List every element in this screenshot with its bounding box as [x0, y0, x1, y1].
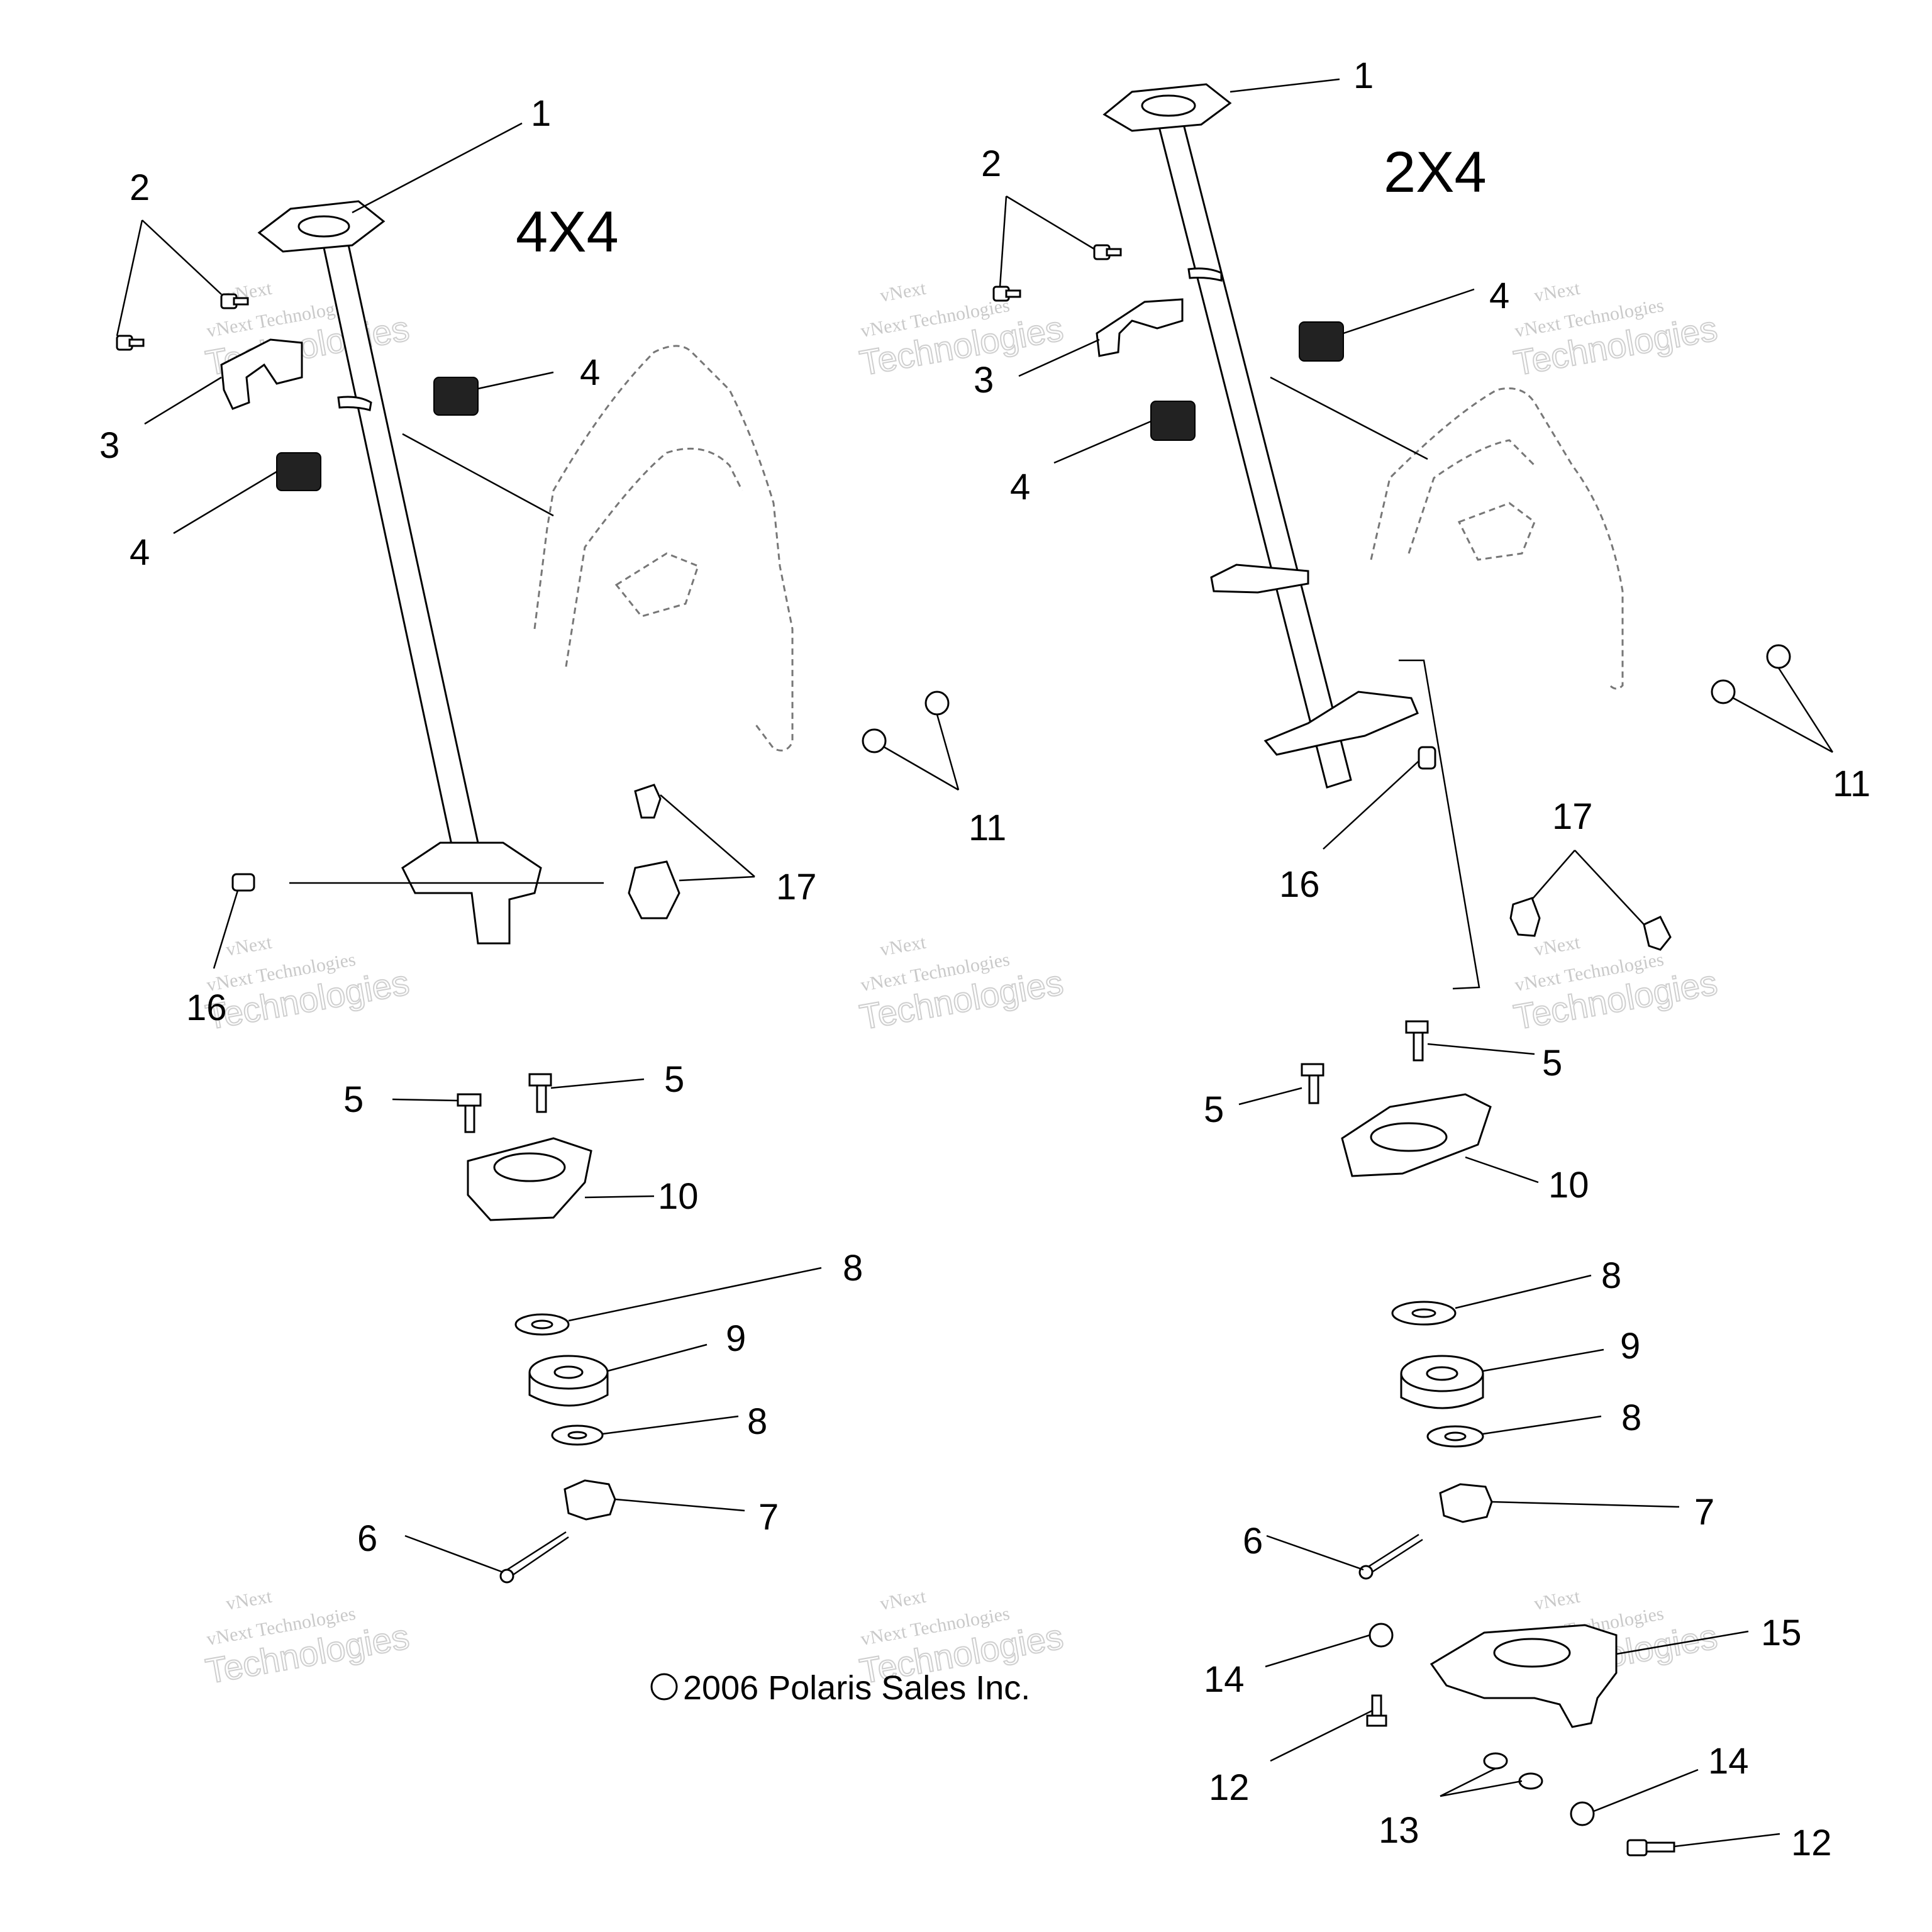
switch-part-17 [628, 784, 680, 919]
copyright-symbol [650, 1673, 678, 1701]
switch-plate [1399, 659, 1480, 990]
lower-bracket [401, 841, 542, 945]
callout-4: 4 [130, 532, 150, 573]
callout-5: 5 [343, 1079, 364, 1120]
frame-outline [1370, 387, 1624, 690]
callout-7: 7 [758, 1497, 779, 1538]
switch-part-17 [1509, 897, 1672, 951]
callout-5: 5 [664, 1059, 684, 1100]
copyright-text: 2006 Polaris Sales Inc. [683, 1669, 1030, 1707]
callout-6: 6 [357, 1518, 377, 1559]
bearing-part-10 [1341, 1093, 1492, 1177]
leader-lines-4x4 [116, 122, 960, 1574]
leader-lines-2x4 [999, 78, 1834, 1848]
watermarks: vNext vNext Technologies Technologies vN… [202, 278, 1721, 1692]
castle-nut-part-7 [564, 1479, 616, 1521]
nut-part-11 [1711, 644, 1791, 704]
callout-1: 1 [531, 93, 551, 134]
callout-8: 8 [747, 1401, 767, 1442]
callout-17: 17 [1552, 796, 1593, 837]
bolt-part-2 [992, 244, 1122, 302]
callout-3: 3 [99, 425, 119, 466]
callout-11: 11 [1833, 763, 1870, 804]
frame-outline [533, 345, 794, 752]
watermark-text: vNext [1533, 1586, 1582, 1614]
callout-10: 10 [1548, 1165, 1589, 1206]
callout-2: 2 [130, 167, 150, 208]
castle-nut-part-7 [1439, 1483, 1493, 1523]
callout-6: 6 [1243, 1521, 1263, 1562]
callout-9: 9 [1620, 1326, 1640, 1367]
spacer-part-9 [528, 1355, 609, 1407]
bearing-part-10 [467, 1137, 592, 1221]
pin-part-16 [231, 873, 255, 892]
post-collar [1187, 267, 1223, 282]
bolt-part-12 [1366, 1694, 1675, 1857]
callout-15: 15 [1761, 1613, 1802, 1653]
variant-label-4x4: 4X4 [516, 200, 619, 264]
callout-4: 4 [1489, 275, 1509, 316]
clamp-part-3 [1096, 298, 1184, 357]
watermark-text: vNext [879, 1586, 928, 1614]
callout-14: 14 [1204, 1659, 1245, 1700]
copyright-notice: © 2006 Polaris Sales Inc. [650, 1669, 1030, 1707]
callout-2: 2 [981, 143, 1001, 184]
callout-12: 12 [1209, 1767, 1250, 1808]
lower-bracket [1263, 691, 1419, 756]
callout-8: 8 [1601, 1255, 1621, 1296]
steering-post [1156, 118, 1352, 789]
variant-label-2x4: 2X4 [1384, 140, 1487, 204]
watermark-text: vNext [225, 1586, 274, 1614]
bushing-part-4 [276, 377, 479, 491]
watermark-text: vNext [1533, 932, 1582, 960]
assembly-4x4: 1 2 3 4 4 11 17 16 5 5 10 8 9 8 7 6 [99, 93, 1006, 1584]
top-plate-hole [297, 215, 350, 238]
callout-14: 14 [1708, 1741, 1749, 1782]
callout-4: 4 [1010, 467, 1030, 508]
callout-1: 1 [1353, 55, 1374, 96]
watermark-text: vNext [879, 932, 928, 960]
callout-8: 8 [1621, 1397, 1641, 1438]
assembly-2x4: 1 2 3 4 4 11 17 16 5 5 10 8 9 8 7 6 15 1… [974, 55, 1870, 1863]
callout-5: 5 [1542, 1043, 1562, 1084]
callout-8: 8 [843, 1248, 863, 1289]
cotter-pin-part-6 [502, 1531, 569, 1579]
post-collar [337, 396, 372, 411]
spacer-part-9 [1400, 1355, 1484, 1409]
callout-12: 12 [1791, 1823, 1832, 1863]
top-plate-hole [1141, 94, 1196, 117]
callout-7: 7 [1694, 1492, 1714, 1533]
callouts-2x4: 1 2 3 4 4 11 17 16 5 5 10 8 9 8 7 6 15 1… [974, 55, 1870, 1863]
pin-part-16 [1418, 746, 1436, 770]
bolt-part-5 [1301, 1020, 1429, 1104]
callout-10: 10 [658, 1176, 699, 1217]
callout-16: 16 [1279, 864, 1320, 905]
callout-9: 9 [726, 1318, 746, 1359]
nut-part-14 [1368, 1623, 1595, 1826]
watermark-text: vNext [879, 278, 928, 306]
bolt-part-2 [116, 293, 249, 351]
callouts-4x4: 1 2 3 4 4 11 17 16 5 5 10 8 9 8 7 6 [99, 93, 1006, 1559]
clamp-part-3 [220, 338, 303, 410]
callout-5: 5 [1204, 1089, 1224, 1130]
callout-4: 4 [580, 352, 600, 393]
callout-11: 11 [969, 808, 1006, 848]
bushing-part-4 [1150, 321, 1344, 441]
washer-part-13 [1483, 1752, 1543, 1790]
mid-bracket [1210, 564, 1309, 594]
cotter-pin-part-6 [1363, 1533, 1423, 1575]
bracket-part-15 [1430, 1624, 1618, 1728]
callout-16: 16 [186, 987, 227, 1028]
callout-3: 3 [974, 360, 994, 401]
callout-13: 13 [1379, 1810, 1419, 1851]
nut-part-11 [862, 691, 950, 753]
callout-17: 17 [776, 867, 817, 908]
watermark-text: vNext [225, 932, 274, 960]
bolt-part-5 [457, 1073, 552, 1133]
watermark-text: vNext [1533, 278, 1582, 306]
